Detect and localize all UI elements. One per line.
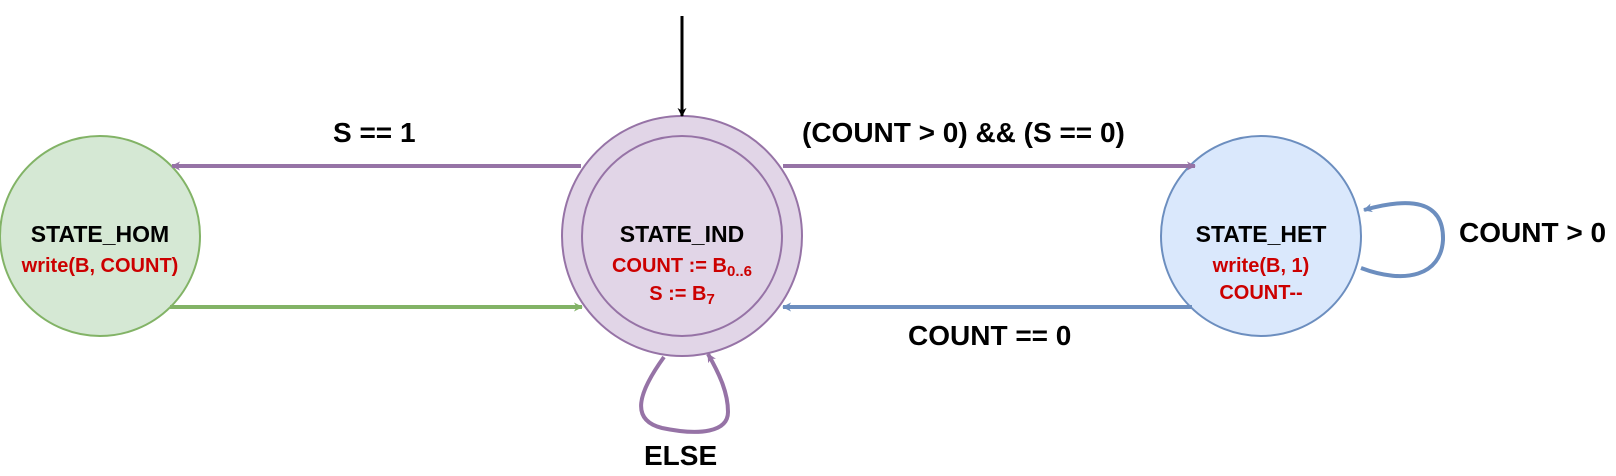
state-ind-action-count-text: COUNT := B bbox=[611, 255, 727, 277]
state-ind-action-s-text: S := B bbox=[649, 283, 707, 305]
state-ind-name: STATE_IND bbox=[619, 221, 745, 247]
state-ind-action-count: COUNT := B0..6 bbox=[611, 255, 752, 279]
transition-label-ind-to-het: (COUNT > 0) && (S == 0) bbox=[802, 117, 1125, 148]
transition-ind-self-loop bbox=[639, 353, 731, 434]
state-het-name: STATE_HET bbox=[1195, 221, 1327, 247]
state-ind-action-s: S := B7 bbox=[649, 283, 715, 307]
state-het-action-write: write(B, 1) bbox=[1212, 255, 1310, 277]
transition-label-ind-self: ELSE bbox=[644, 440, 718, 471]
state-ind-inner-circle bbox=[581, 135, 783, 337]
state-ind-action-count-sub: 0..6 bbox=[726, 263, 753, 280]
state-ind-action-s-sub: 7 bbox=[706, 291, 715, 308]
state-het-circle bbox=[1160, 135, 1362, 337]
state-hom-circle bbox=[0, 135, 201, 337]
state-hom-name: STATE_HOM bbox=[30, 221, 170, 247]
transition-het-self-loop bbox=[1360, 201, 1446, 278]
state-hom-action: write(B, COUNT) bbox=[21, 255, 179, 277]
state-het-action-decrement: COUNT-- bbox=[1219, 282, 1303, 304]
transition-label-ind-to-hom: S == 1 bbox=[333, 117, 416, 148]
transition-label-het-to-ind: COUNT == 0 bbox=[908, 320, 1072, 351]
transition-label-het-self: COUNT > 0 bbox=[1459, 217, 1607, 248]
